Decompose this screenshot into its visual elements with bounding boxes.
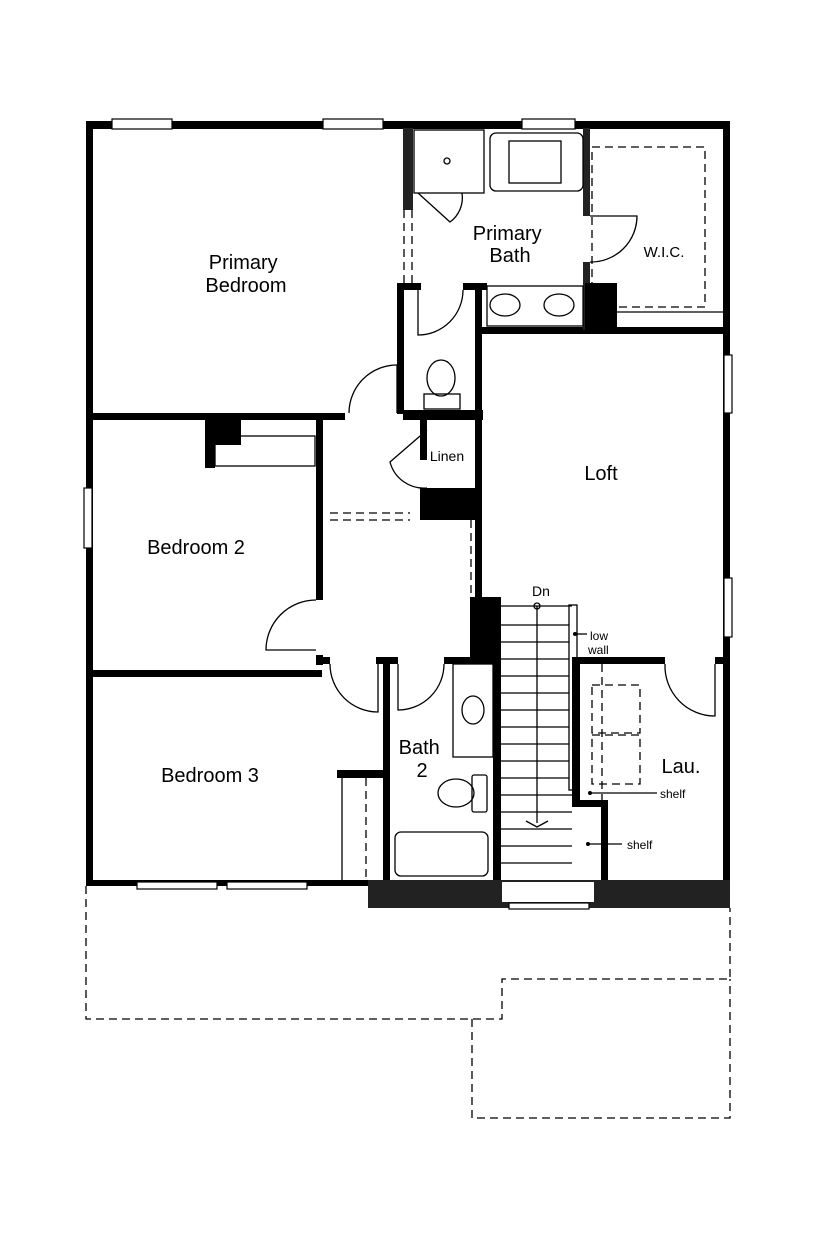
label-bath-2: Bath 2 bbox=[399, 737, 446, 782]
label-bedroom-3: Bedroom 3 bbox=[161, 765, 259, 787]
dryer bbox=[591, 734, 641, 785]
label-stairs-down: Dn bbox=[532, 583, 550, 599]
label-primary-bedroom: Primary Bedroom bbox=[205, 252, 286, 297]
label-shelf-hall: shelf bbox=[627, 838, 653, 852]
wic-shelf bbox=[591, 146, 706, 308]
label-low-wall: low wall bbox=[587, 629, 611, 657]
vanity bbox=[486, 285, 584, 327]
bath2-vanity bbox=[452, 663, 494, 758]
exterior-walls bbox=[86, 121, 730, 908]
fixtures bbox=[394, 129, 723, 877]
shower bbox=[413, 129, 485, 194]
toilet bbox=[426, 359, 456, 397]
label-loft: Loft bbox=[584, 463, 618, 485]
bath2-tub bbox=[394, 831, 489, 877]
label-shelf-laundry: shelf bbox=[660, 787, 686, 801]
doors bbox=[265, 192, 716, 717]
staircase bbox=[501, 602, 578, 864]
porch-outline bbox=[85, 886, 731, 1119]
windows bbox=[83, 118, 733, 910]
label-linen: Linen bbox=[430, 448, 464, 464]
primary-tub bbox=[489, 132, 584, 192]
label-primary-bath: Primary Bath bbox=[473, 223, 547, 267]
bath2-toilet bbox=[437, 778, 475, 808]
label-laundry: Lau. bbox=[662, 756, 701, 778]
interior-walls bbox=[86, 128, 725, 880]
label-bedroom-2: Bedroom 2 bbox=[147, 537, 245, 559]
annotation-leaders bbox=[573, 632, 657, 846]
washer bbox=[591, 684, 641, 734]
label-wic: W.I.C. bbox=[644, 244, 685, 261]
